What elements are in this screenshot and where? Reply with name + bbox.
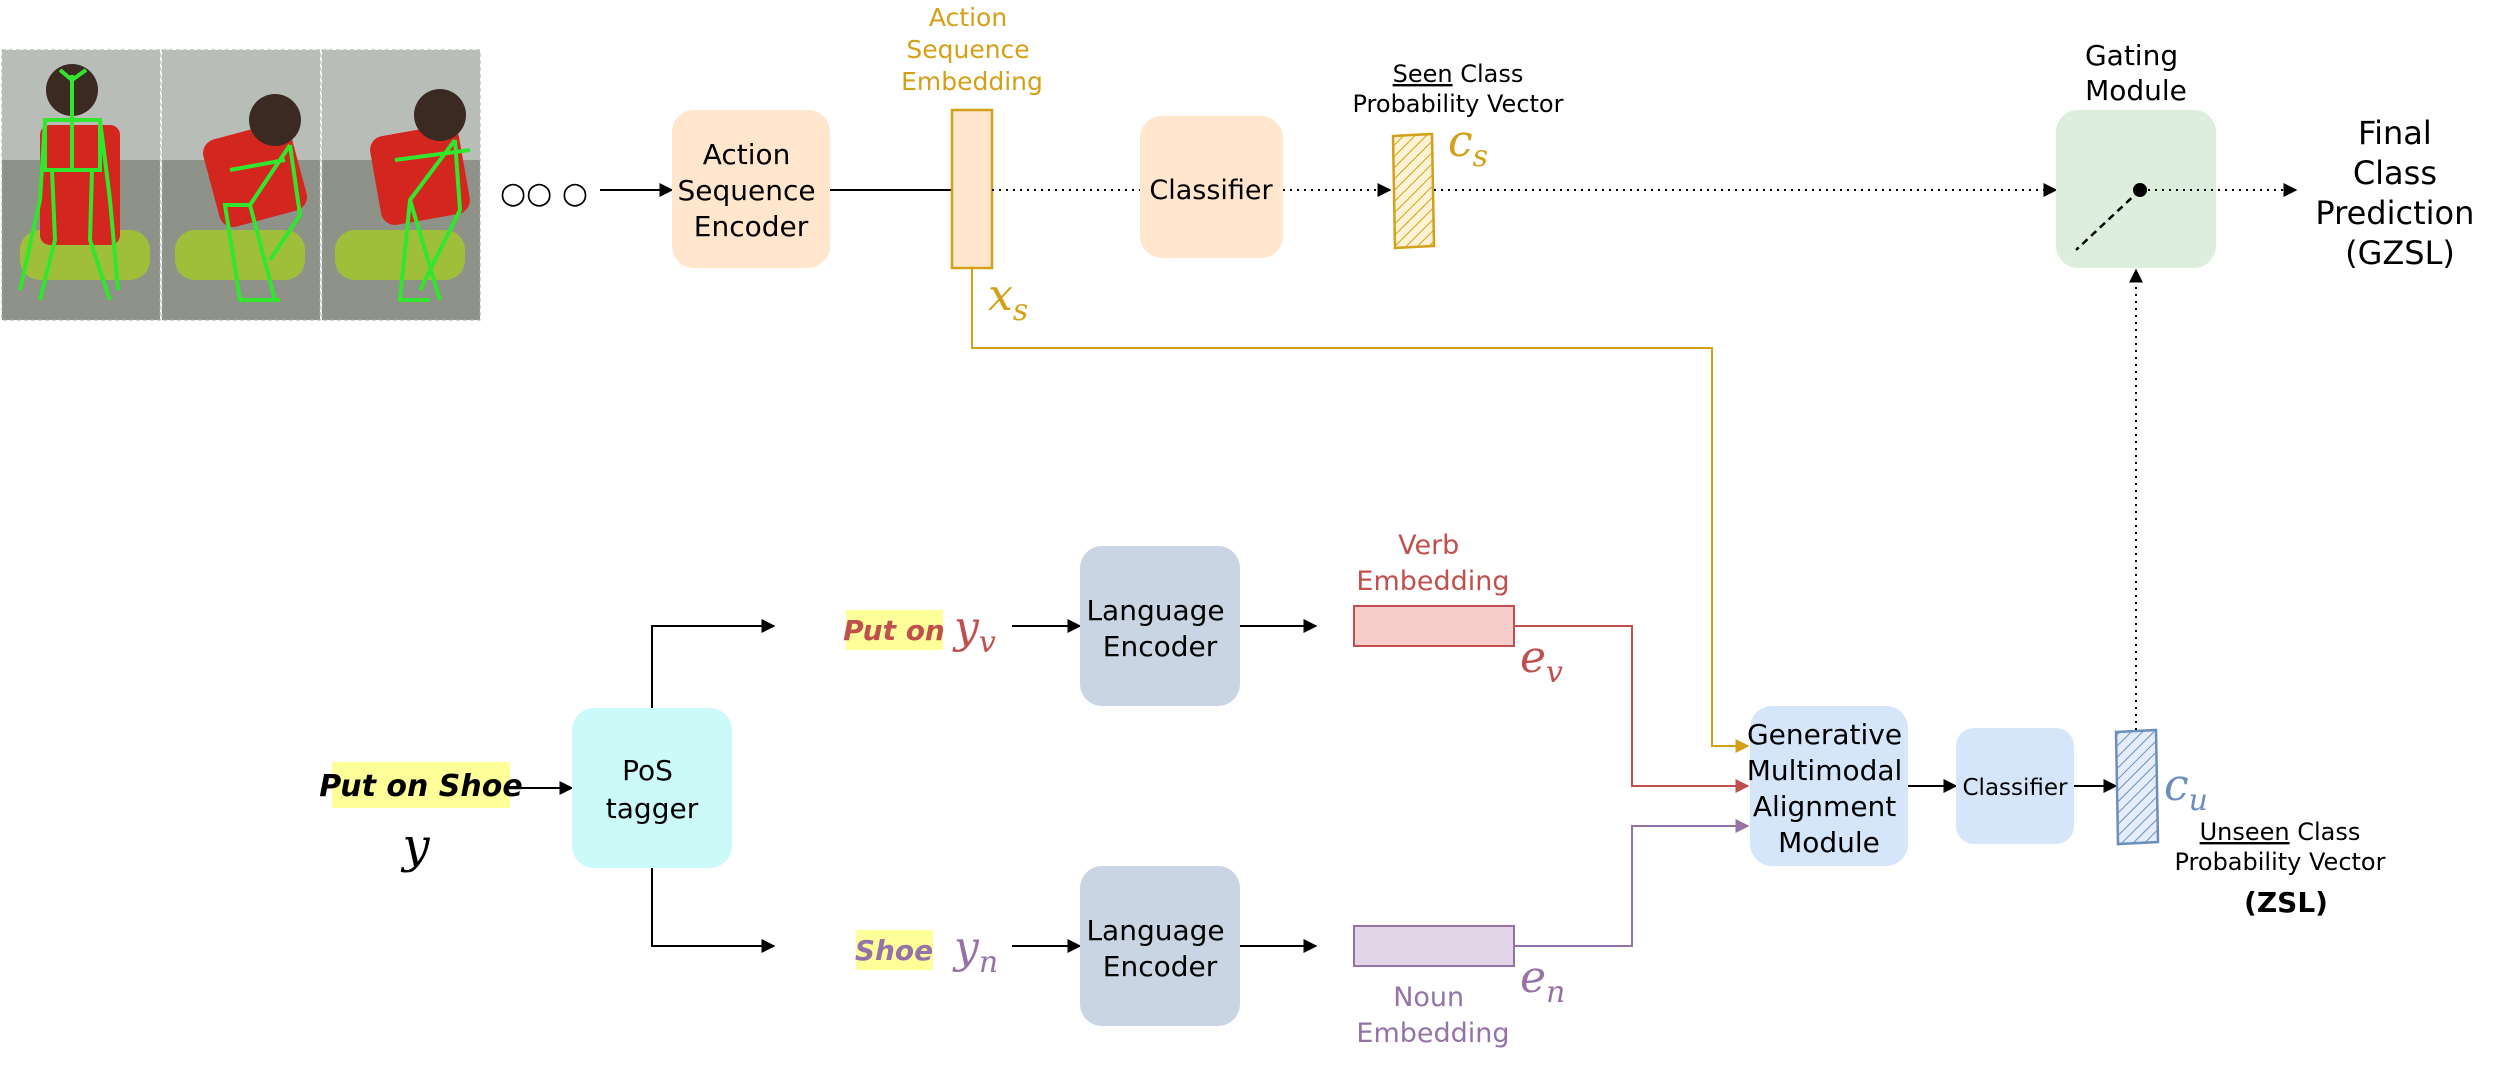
embedding-title: Action Sequence Embedding	[901, 3, 1043, 96]
svg-text:Gating Module: Gating Module	[2085, 39, 2187, 107]
svg-text:Language Encoder: Language Encoder	[1086, 914, 1233, 983]
svg-text:y: y	[400, 818, 430, 874]
svg-text:Seen Class: Seen Class	[1393, 60, 1524, 88]
svg-text:Generative Multimodal: Generative Multimodal Alignment Module	[1747, 718, 1911, 859]
svg-text:Language Encoder: Language Encoder	[1086, 594, 1233, 663]
generative-multimodal-alignment-module: Generative Multimodal Alignment Module	[1747, 706, 1911, 866]
gate-switch-icon	[2075, 183, 2147, 251]
svg-text:Probability Vector: Probability Vector	[1353, 90, 1564, 118]
skeleton-frame-3	[321, 49, 481, 321]
seen-vector-variable: cs	[1448, 116, 1488, 174]
svg-text:Shoe: Shoe	[855, 934, 933, 967]
embedding-variable: xs	[988, 270, 1028, 328]
language-encoder-noun: Language Encoder	[1080, 866, 1240, 1026]
ellipsis-circles-icon: ○○ ○	[500, 176, 588, 211]
gating-module: Gating Module	[2056, 39, 2216, 268]
verb-embedding: Verb Embedding ev	[1353, 530, 1563, 690]
seen-classifier: Classifier	[1140, 116, 1283, 258]
svg-text:Unseen Class: Unseen Class	[2200, 818, 2361, 846]
svg-text:ev: ev	[1520, 632, 1563, 690]
svg-text:Put on Shoe: Put on Shoe	[319, 769, 522, 804]
unseen-classifier: Classifier	[1956, 728, 2074, 844]
svg-text:Put on: Put on	[843, 614, 945, 647]
unseen-class-probability-vector: cu Unseen Class Probability Vector (ZSL)	[2114, 728, 2386, 919]
svg-text:Classifier: Classifier	[1149, 175, 1273, 206]
svg-text:yn: yn	[952, 922, 998, 980]
class-label: Put on Shoe y	[319, 762, 523, 874]
noun-embedding: Noun Embedding en	[1353, 925, 1565, 1049]
svg-text:PoS tagger: PoS tagger	[606, 754, 699, 825]
noun-input: Shoe yn	[855, 922, 998, 980]
action-sequence-encoder: Action Sequence Encoder	[672, 110, 830, 268]
svg-text:(ZSL): (ZSL)	[2244, 886, 2328, 919]
svg-text:Classifier: Classifier	[1963, 775, 2069, 801]
svg-text:Noun Embedding: Noun Embedding	[1356, 982, 1509, 1049]
skeleton-frame-1	[1, 49, 161, 321]
svg-text:yv: yv	[952, 602, 996, 660]
svg-text:cu: cu	[2164, 760, 2208, 818]
skeleton-frames	[1, 49, 481, 321]
svg-text:en: en	[1520, 952, 1565, 1010]
pos-tagger: PoS tagger	[572, 708, 732, 868]
verb-input: Put on yv	[843, 602, 996, 660]
language-encoder-verb: Language Encoder	[1080, 546, 1240, 706]
svg-text:Probability Vector: Probability Vector	[2175, 848, 2386, 876]
skeleton-frame-2	[161, 49, 321, 321]
svg-text:Verb Embedding: Verb Embedding	[1356, 530, 1509, 597]
final-class-prediction: Final Class Prediction (GZSL)	[2315, 114, 2484, 272]
seen-class-probability-vector: Seen Class Probability Vector cs	[1353, 60, 1564, 250]
action-sequence-embedding: Action Sequence Embedding xs	[901, 3, 1043, 328]
svg-text:Action Sequence En: Action Sequence Encoder	[677, 138, 824, 243]
